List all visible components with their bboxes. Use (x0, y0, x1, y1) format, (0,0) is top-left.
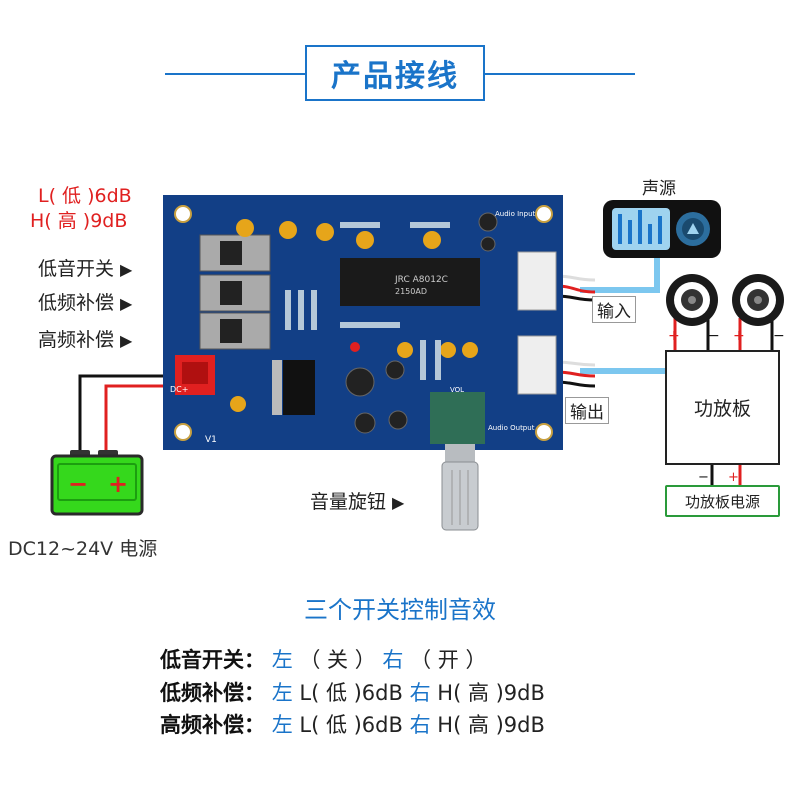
chip-subtext: 2150AD (395, 287, 427, 296)
row-right: 右 (382, 648, 404, 672)
row-right-val: H( 高 )9dB (437, 681, 545, 705)
label-low-comp: 低频补偿 ▶ (38, 288, 132, 315)
note-high: H( 高 )9dB (30, 210, 128, 232)
svg-text:+: + (108, 470, 128, 498)
effects-title: 三个开关控制音效 (304, 596, 496, 624)
row-left: 左 (271, 681, 293, 705)
svg-text:−: − (773, 328, 785, 344)
row-right-val: （ 开 ） (410, 648, 487, 672)
wire-black-power (78, 374, 180, 458)
input-label: 输入 (592, 296, 636, 323)
v1-label: V1 (205, 435, 217, 445)
effects-row: 低频补偿： 左 L( 低 )6dB 右 H( 高 )9dB (160, 677, 545, 707)
triangle-right-icon: ▶ (120, 331, 133, 350)
note-low: L( 低 )6dB (38, 185, 132, 207)
row-key: 低频补偿： (160, 681, 265, 705)
label-low-comp-text: 低频补偿 (38, 292, 115, 314)
effects-row: 高频补偿： 左 L( 低 )6dB 右 H( 高 )9dB (160, 709, 545, 739)
chip-text: JRC A8012C (394, 275, 448, 285)
header-rule-right (485, 73, 635, 75)
audio-source-device (603, 200, 721, 258)
amp-board: 功放板 (665, 350, 780, 465)
row-left: 左 (271, 648, 293, 672)
svg-text:+: + (733, 328, 745, 344)
svg-text:−: − (708, 328, 720, 344)
wire-source-cable (580, 255, 660, 293)
output-label: 输出 (565, 397, 609, 424)
battery: − + (50, 450, 144, 516)
effects-row: 低音开关： 左 （ 关 ） 右 （ 开 ） (160, 644, 486, 674)
row-left-val: （ 关 ） (299, 648, 376, 672)
knob-label: 音量旋钮 ▶ (310, 487, 404, 514)
header-rule-left (165, 73, 305, 75)
triangle-right-icon: ▶ (120, 260, 133, 279)
label-high-comp: 高频补偿 ▶ (38, 325, 132, 352)
wire-red-power (104, 384, 180, 458)
vol-label: VOL (450, 386, 464, 394)
amp-power-supply: 功放板电源 (665, 485, 780, 517)
audio-output-label: Audio Output (488, 424, 535, 432)
knob-label-text: 音量旋钮 (310, 491, 387, 513)
svg-text:+: + (668, 328, 680, 344)
audio-input-label: Audio Input (495, 210, 536, 218)
row-right-val: H( 高 )9dB (437, 713, 545, 737)
svg-text:+: + (728, 470, 739, 485)
source-label: 声源 (642, 179, 676, 199)
speaker-right (732, 274, 784, 326)
power-label: DC12~24V 电源 (8, 538, 158, 560)
row-key: 低音开关： (160, 648, 265, 672)
row-left: 左 (271, 713, 293, 737)
label-bass-switch-text: 低音开关 (38, 258, 115, 280)
label-high-comp-text: 高频补偿 (38, 329, 115, 351)
row-left-val: L( 低 )6dB (299, 681, 410, 705)
row-left-val: L( 低 )6dB (299, 713, 410, 737)
svg-text:−: − (698, 470, 709, 485)
svg-text:−: − (68, 470, 88, 498)
volume-potentiometer (430, 392, 485, 531)
dc-label: DC+ (170, 385, 188, 394)
pcb-board: JRC A8012C 2150AD DC+ V1 Audio Input Aud… (163, 195, 563, 450)
label-bass-switch: 低音开关 ▶ (38, 254, 132, 281)
speaker-left (666, 274, 718, 326)
row-key: 高频补偿： (160, 713, 265, 737)
triangle-right-icon: ▶ (392, 493, 405, 512)
triangle-right-icon: ▶ (120, 294, 133, 313)
page-title: 产品接线 (305, 45, 485, 101)
row-right: 右 (409, 713, 431, 737)
row-right: 右 (409, 681, 431, 705)
